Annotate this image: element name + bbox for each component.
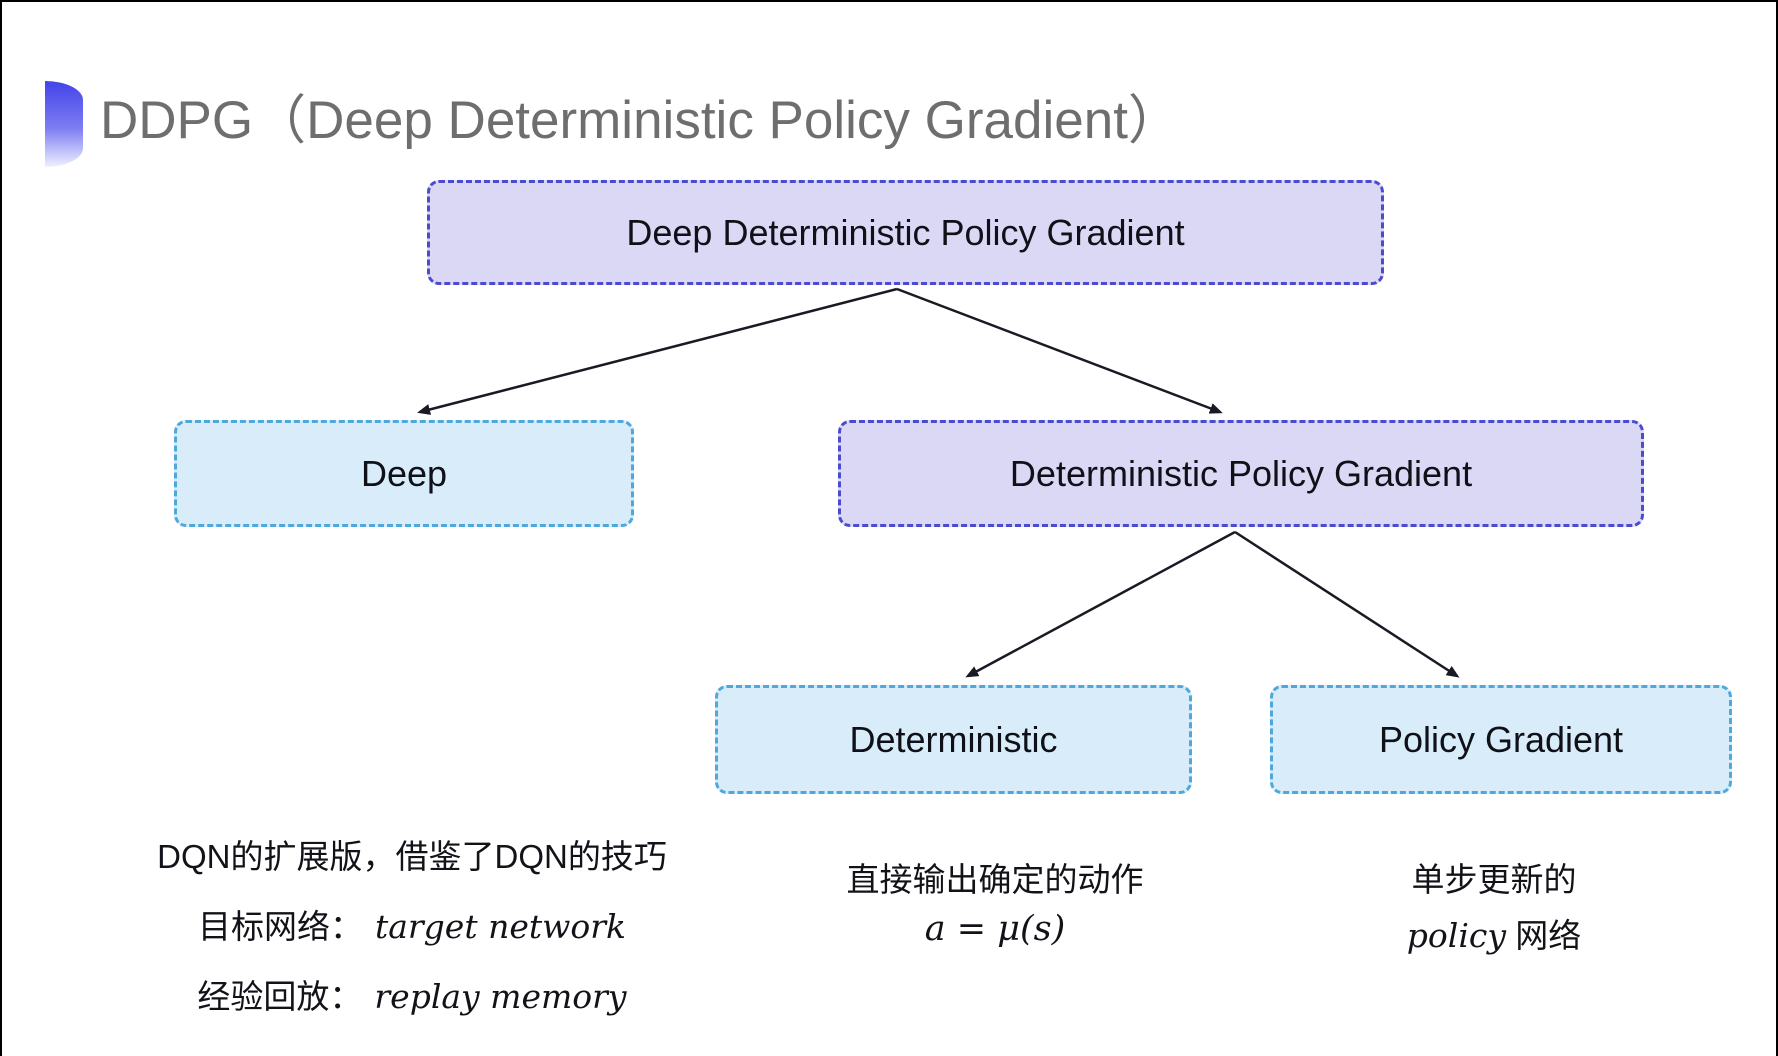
node-deep: Deep [174, 420, 634, 527]
note-deterministic: 直接输出确定的动作 a = μ(s) [795, 853, 1195, 949]
note-deep-line1: DQN的扩展版，借鉴了DQN的技巧 [157, 838, 667, 875]
arrow-root-to-deep [417, 287, 898, 415]
note-det-formula: a = μ(s) [924, 909, 1066, 949]
note-deep-line2-label: 目标网络： [197, 908, 363, 945]
node-label: Deterministic [849, 718, 1058, 760]
arrow-dpg-to-deterministic [965, 530, 1236, 678]
node-label: Policy Gradient [1378, 718, 1624, 760]
node-label: Deep [360, 452, 448, 494]
node-deep-deterministic-policy-gradient: Deep Deterministic Policy Gradient [427, 180, 1384, 285]
node-label: Deep Deterministic Policy Gradient [626, 211, 1185, 253]
note-pg-line2: policy 网络 [1407, 909, 1581, 957]
note-policy-gradient: 单步更新的 policy 网络 [1294, 853, 1694, 957]
note-det-line1: 直接输出确定的动作 [846, 861, 1144, 898]
page-title: DDPG（Deep Deterministic Policy Gradient） [100, 91, 1181, 150]
node-policy-gradient: Policy Gradient [1270, 685, 1732, 794]
note-pg-line2-term: policy [1406, 916, 1507, 955]
note-deep-line3: 经验回放： replay memory [197, 970, 626, 1018]
node-deterministic: Deterministic [715, 685, 1192, 794]
node-deterministic-policy-gradient: Deterministic Policy Gradient [838, 420, 1644, 527]
arrow-dpg-to-policy-gradient [1234, 530, 1460, 678]
note-deep-line3-term: replay memory [374, 977, 627, 1016]
note-deep: DQN的扩展版，借鉴了DQN的技巧 目标网络： target network 经验… [102, 830, 722, 1018]
note-pg-line2-suffix: 网络 [1506, 917, 1582, 954]
note-pg-line1: 单步更新的 [1411, 861, 1577, 898]
arrow-root-to-dpg [896, 287, 1223, 414]
note-deep-line2: 目标网络： target network [198, 900, 626, 948]
note-deep-line3-label: 经验回放： [197, 978, 363, 1015]
node-label: Deterministic Policy Gradient [1009, 452, 1473, 494]
note-deep-line2-term: target network [374, 907, 627, 946]
bullet-decoration [45, 81, 83, 167]
